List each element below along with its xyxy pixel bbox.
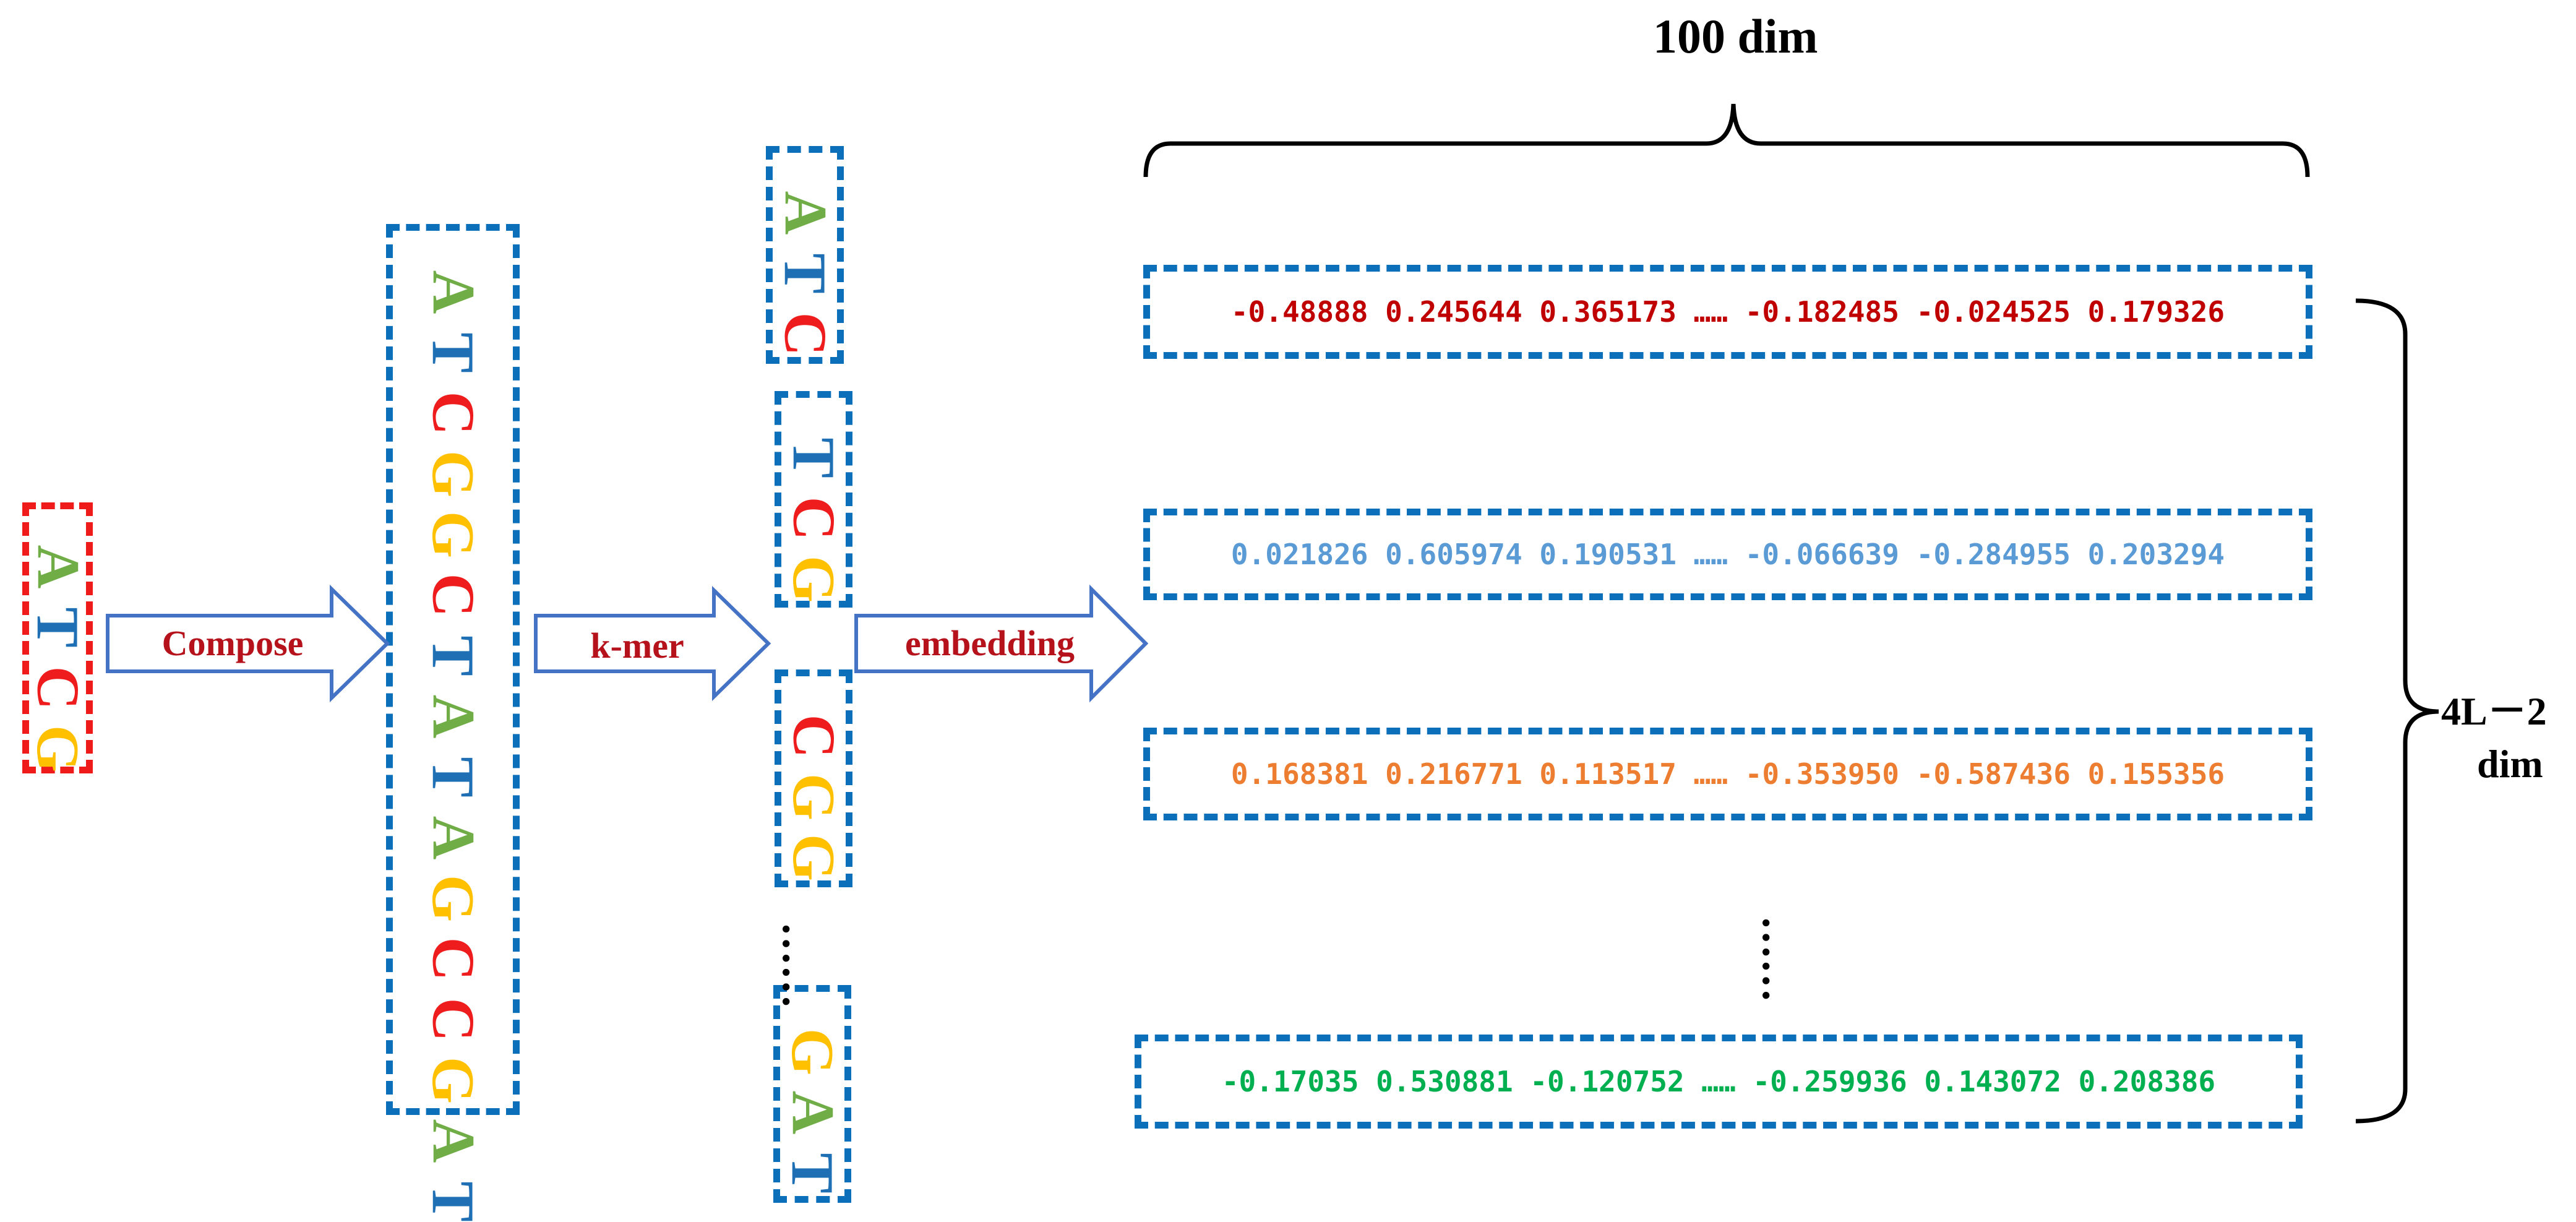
right-brace bbox=[2355, 298, 2439, 1124]
embedding-vector-2-box: 0.021826 0.605974 0.190531 …… -0.066639 … bbox=[1143, 509, 2312, 600]
right-dim-label-line2: dim bbox=[2477, 742, 2543, 786]
embedding-vector-3: 0.168381 0.216771 0.113517 …… -0.353950 … bbox=[1230, 757, 2225, 791]
kmer-label: k-mer bbox=[590, 626, 684, 666]
kmer-arrow bbox=[534, 585, 771, 702]
top-dim-label: 100 dim bbox=[1653, 9, 1818, 63]
embedding-vector-4-box: -0.17035 0.530881 -0.120752 …… -0.259936… bbox=[1135, 1035, 2303, 1129]
compose-arrow bbox=[106, 584, 390, 703]
embedding-vector-2: 0.021826 0.605974 0.190531 …… -0.066639 … bbox=[1230, 538, 2225, 571]
embedding-vector-1-box: -0.48888 0.245644 0.365173 …… -0.182485 … bbox=[1143, 265, 2312, 359]
embedding-label: embedding bbox=[905, 623, 1075, 663]
embedding-vector-4: -0.17035 0.530881 -0.120752 …… -0.259936… bbox=[1221, 1065, 2216, 1098]
right-dim-label-line1: 4L－2 bbox=[2441, 689, 2547, 733]
embedding-vector-1: -0.48888 0.245644 0.365173 …… -0.182485 … bbox=[1230, 295, 2225, 329]
compose-label: Compose bbox=[161, 623, 304, 663]
embedding-vector-3-box: 0.168381 0.216771 0.113517 …… -0.353950 … bbox=[1143, 728, 2312, 820]
top-brace bbox=[1143, 103, 2310, 178]
embedding-arrow bbox=[854, 584, 1149, 703]
